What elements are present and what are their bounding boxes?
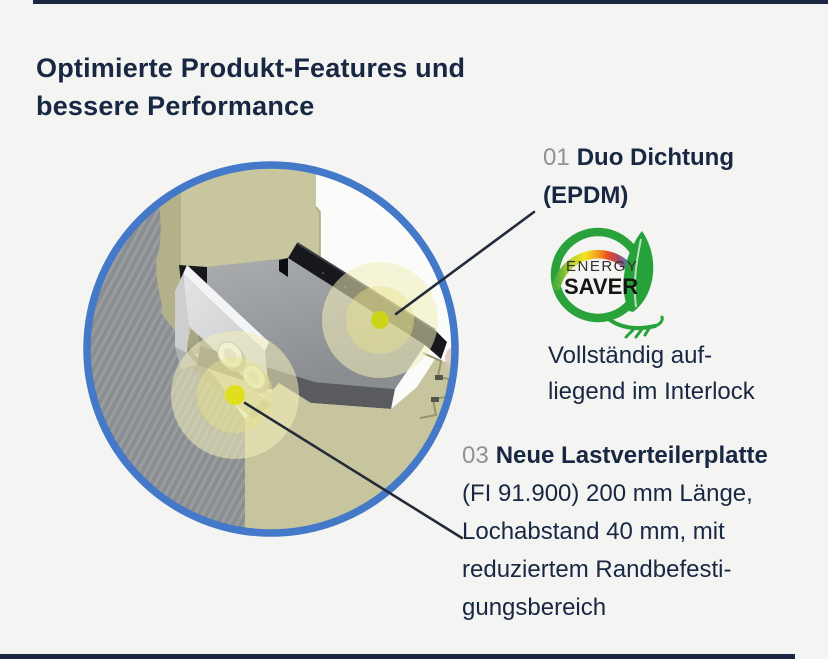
interlock-note-line2: liegend im Interlock	[548, 378, 755, 405]
interlock-note-line1: Vollständig auf-	[548, 342, 713, 369]
page-title: Optimierte Produkt-Features und bessere …	[36, 49, 465, 125]
profile-notch	[435, 375, 443, 380]
foam-patch	[445, 347, 452, 371]
plate-top-edge	[183, 265, 269, 351]
callout-03-title: Neue Lastverteilerplatte	[495, 442, 768, 469]
highlight-marker-03	[225, 385, 245, 405]
logo-word-energy: ENERGY	[566, 258, 638, 275]
top-accent-bar	[33, 0, 828, 4]
highlight-marker-01	[371, 311, 389, 329]
leaf-icon	[623, 231, 654, 312]
callout-01-line2: (EPDM)	[543, 182, 629, 209]
callout-01-title: Duo Dichtung	[576, 144, 735, 171]
callout-03-body-line: reduziertem Randbefesti-	[462, 556, 732, 583]
callout-03-body-line: Lochabstand 40 mm, mit	[462, 518, 725, 545]
energy-saver-logo: ENERGY SAVER	[541, 213, 677, 341]
bottom-accent-bar	[0, 654, 795, 659]
callout-03-body-line: gungsbereich	[462, 594, 607, 621]
page-title-line1: Optimierte Produkt-Features und	[36, 53, 466, 83]
leaf-vein	[633, 238, 642, 308]
plate-left-flange	[175, 274, 189, 353]
callout-03-body-line: (FI 91.900) 200 mm Länge,	[462, 480, 753, 507]
interlock-note: Vollständig auf- liegend im Interlock	[548, 338, 755, 410]
callout-01-number: 01	[543, 144, 570, 171]
logo-word-saver: SAVER	[564, 274, 638, 299]
callout-03-number: 03	[462, 442, 489, 469]
sprout-icon	[603, 314, 664, 339]
panel-joint-illustration	[83, 161, 459, 537]
panel-joint-render	[83, 161, 459, 537]
gasket-end-cap	[279, 258, 288, 277]
energy-saver-logo-graphic: ENERGY SAVER	[550, 227, 664, 339]
page-title-line2: bessere Performance	[36, 91, 315, 121]
profile-notch	[431, 397, 439, 402]
